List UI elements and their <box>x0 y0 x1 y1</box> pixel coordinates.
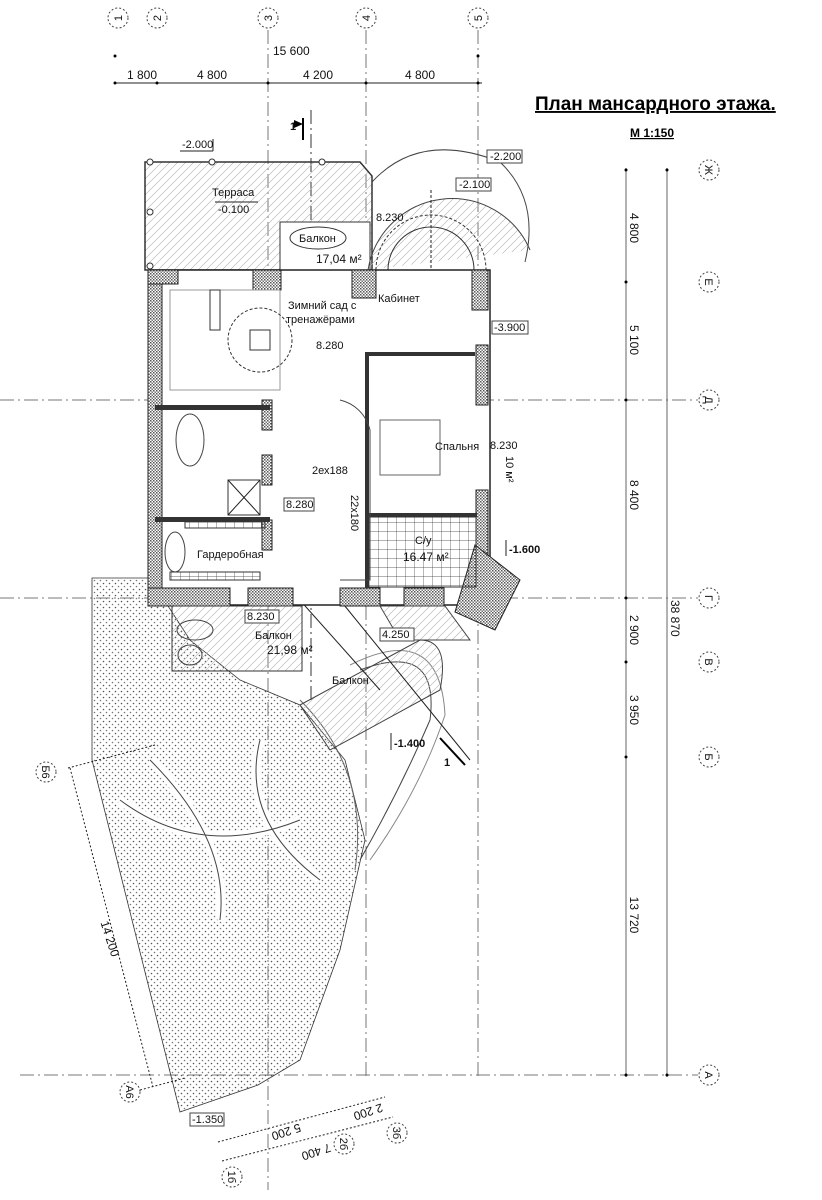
top-dimensions: 15 600 1 800 4 800 4 200 4 800 <box>113 44 482 85</box>
axis-label: 2б <box>337 1138 349 1150</box>
room-label-balcony: Балкон <box>255 630 292 642</box>
level-mark: 8.230 <box>490 440 518 452</box>
dim-segment: 3 950 <box>627 695 641 725</box>
top-axis-markers: 1 2 3 4 5 <box>107 7 489 29</box>
dim-segment: 5 100 <box>627 325 641 355</box>
level-mark: -1.600 <box>509 544 540 556</box>
dim-segment: 4 800 <box>627 213 641 243</box>
right-dimensions: 4 800 5 100 8 400 2 900 3 950 13 720 38 … <box>624 168 682 1077</box>
axis-label: Ж <box>702 165 714 175</box>
room-label-terrace: Терраса <box>212 187 255 199</box>
dim-segment: 5 200 <box>269 1121 302 1144</box>
level-mark: 8.280 <box>316 340 344 352</box>
dim-segment: 4 800 <box>405 68 435 82</box>
dim-total-length: 38 870 <box>668 600 682 637</box>
room-area: 16.47 м² <box>403 550 449 564</box>
axis-label: В <box>702 658 714 665</box>
level-mark: -2.100 <box>459 179 490 191</box>
axis-label: 2 <box>152 15 164 21</box>
room-labels: Терраса Балкон 17,04 м² Зимний сад с тре… <box>197 187 515 687</box>
room-label-cabinet: Кабинет <box>378 293 420 305</box>
level-mark: 4.250 <box>382 629 410 641</box>
section-label: 1 <box>444 757 450 769</box>
plan-scale: М 1:150 <box>630 126 674 140</box>
axis-label: Б <box>702 753 714 760</box>
round-stair <box>367 149 531 271</box>
dim-segment: 14 200 <box>97 919 122 959</box>
axis-label: Б6 <box>39 765 51 778</box>
level-mark: -3.900 <box>494 322 525 334</box>
axis-label: Е <box>702 278 714 285</box>
plan-title: План мансардного этажа. <box>535 94 776 115</box>
axis-label: Д <box>702 396 714 404</box>
room-label-bathroom: С/у <box>415 535 432 547</box>
level-mark: 8.230 <box>376 212 404 224</box>
axis-label: А6 <box>123 1085 135 1098</box>
dim-segment: 4 800 <box>197 68 227 82</box>
room-label-balcony: Балкон <box>332 675 369 687</box>
dim-segment: 2 900 <box>627 615 641 645</box>
level-mark: -1.400 <box>394 738 425 750</box>
room-label-winter-garden: Зимний сад с <box>288 300 357 312</box>
building-outline <box>147 269 521 631</box>
level-mark: 8.280 <box>286 499 314 511</box>
dim-segment: 1 800 <box>127 68 157 82</box>
room-area: 17,04 м² <box>316 252 362 266</box>
garden-dimensions: 14 200 2 200 5 200 7 400 Б6 А6 1б 2б 3б <box>35 744 408 1188</box>
level-mark: -0.100 <box>218 204 249 216</box>
level-mark: 8.230 <box>247 611 275 623</box>
stair-spec: 22х180 <box>348 495 360 531</box>
dim-segment: 4 200 <box>303 68 333 82</box>
axis-label: 3б <box>390 1127 402 1139</box>
level-mark: -1.350 <box>192 1114 223 1126</box>
dim-segment: 13 720 <box>627 897 641 934</box>
dim-segment: 8 400 <box>627 480 641 510</box>
dim-segment: 2 200 <box>351 1101 384 1124</box>
room-label-balcony: Балкон <box>299 233 336 245</box>
terrace <box>144 158 373 271</box>
room-label-wardrobe: Гардеробная <box>197 549 264 561</box>
stair-spec: 2ех188 <box>312 465 348 477</box>
level-marks: -2.000 -0.100 -2.200 -2.100 8.230 -3.900… <box>180 139 540 1127</box>
axis-label: 4 <box>361 15 373 21</box>
room-area: 21,98 м² <box>267 643 313 657</box>
room-label-bedroom: Спальня <box>435 441 479 453</box>
axis-label: А <box>702 1071 714 1079</box>
axis-label: 1б <box>225 1171 237 1183</box>
axis-label: 5 <box>473 15 485 21</box>
section-marks: 1 1 <box>290 118 466 769</box>
dim-total-width: 15 600 <box>273 44 310 58</box>
level-mark: -2.200 <box>490 151 521 163</box>
garden-area <box>91 577 446 1113</box>
dim-segment: 7 400 <box>299 1141 332 1164</box>
level-mark: -2.000 <box>182 139 213 151</box>
section-label: 1 <box>290 121 296 133</box>
axis-label: 1 <box>113 15 125 21</box>
axis-label: 3 <box>263 15 275 21</box>
axis-label: Г <box>702 595 714 601</box>
room-area: 10 м² <box>503 456 515 483</box>
room-label-winter-garden: тренажёрами <box>286 314 355 326</box>
right-axis-markers: Ж Е Д Г В Б А <box>698 159 720 1086</box>
